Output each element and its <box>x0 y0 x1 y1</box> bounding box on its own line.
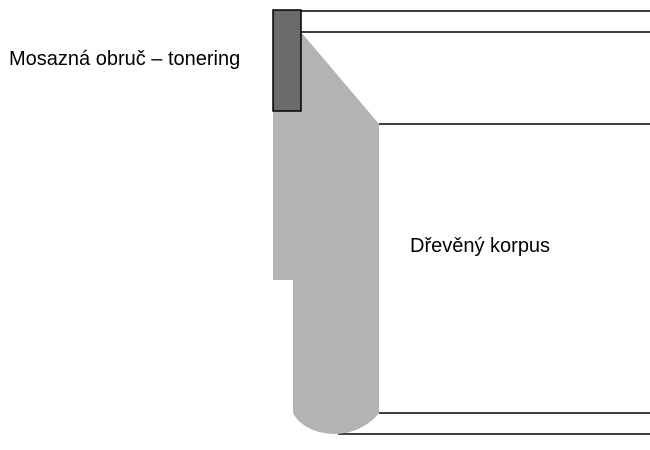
shell-profile-shape <box>273 32 379 434</box>
tone-ring-label: Mosazná obruč – tonering <box>9 48 241 70</box>
wood-shell-label: Dřevěný korpus <box>410 235 551 257</box>
tone-ring-rect <box>272 9 302 112</box>
